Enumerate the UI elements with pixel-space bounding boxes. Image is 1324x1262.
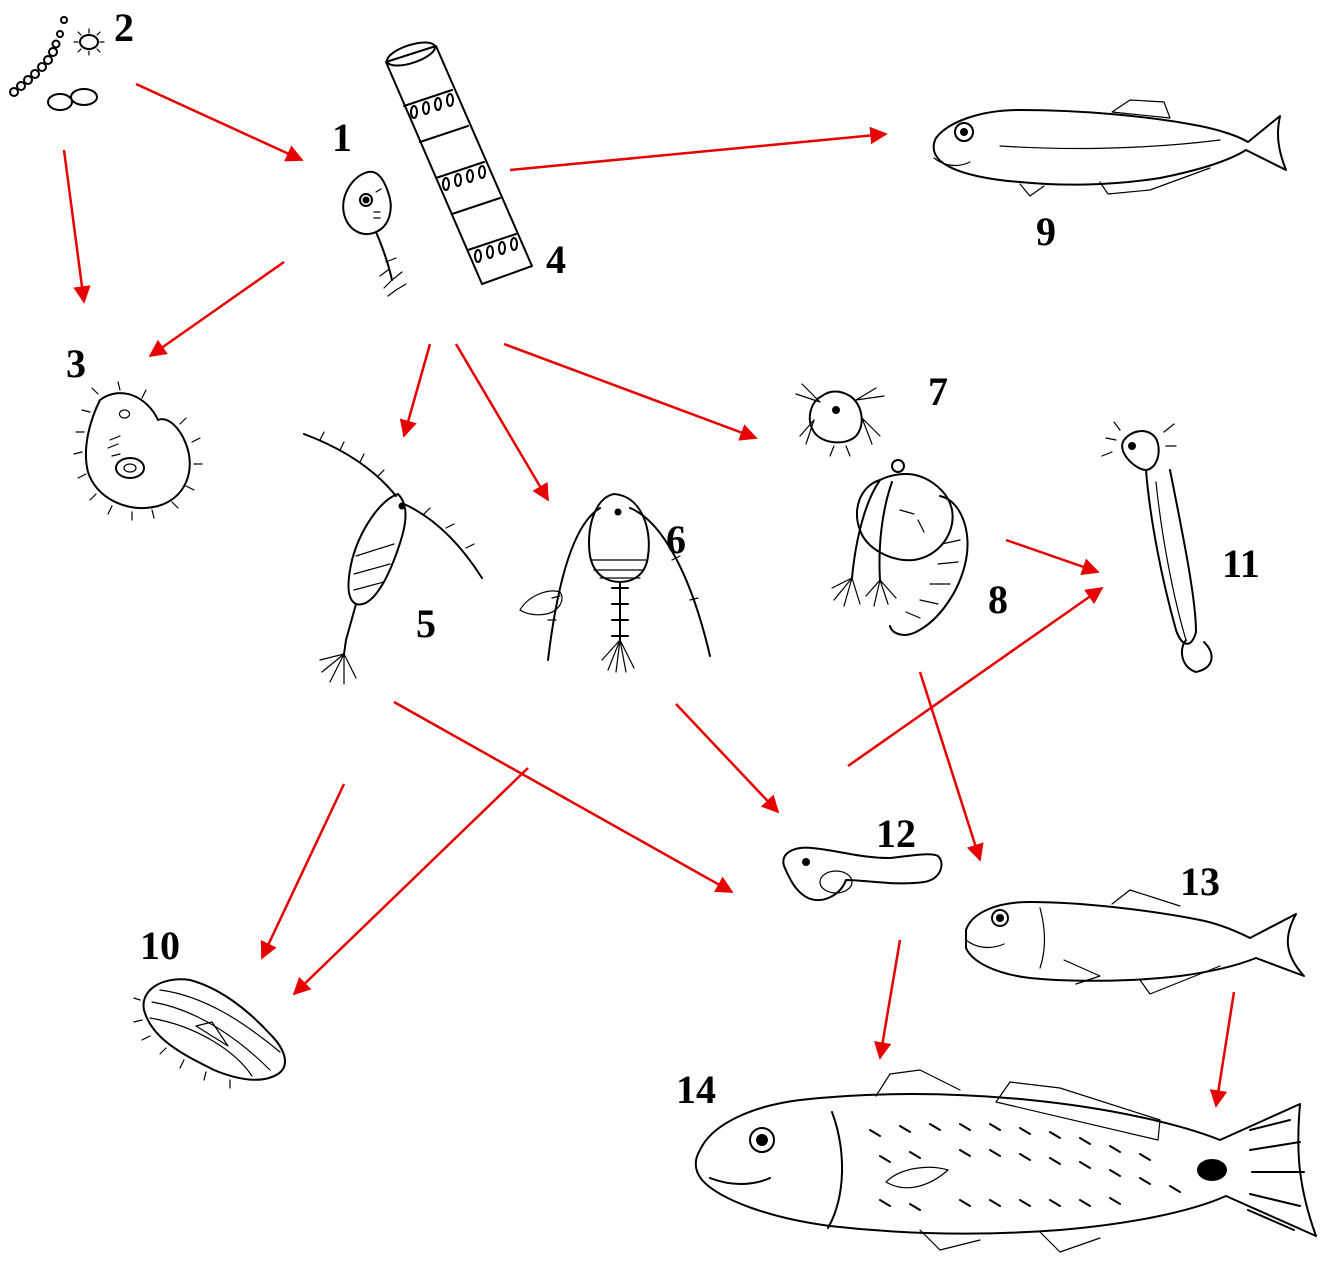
arrow-12-to-11: [848, 588, 1102, 766]
node-label-2: 2: [114, 8, 134, 48]
node-label-6: 6: [666, 520, 686, 560]
arrow-1-to-3: [150, 262, 284, 356]
ctenophore-icon: [134, 979, 285, 1088]
node-label-8: 8: [988, 580, 1008, 620]
node-label-4: 4: [546, 240, 566, 280]
node-label-14: 14: [676, 1070, 716, 1110]
ciliate-icon: [74, 382, 202, 520]
node-label-1: 1: [332, 118, 352, 158]
arrow-4-to-9: [510, 134, 886, 170]
arrow-8-to-13: [920, 672, 980, 860]
node-label-13: 13: [1180, 862, 1220, 902]
node-label-3: 3: [66, 344, 86, 384]
node-label-9: 9: [1036, 212, 1056, 252]
arrow-6-to-10: [294, 768, 528, 994]
node-label-11: 11: [1222, 544, 1260, 584]
bacteria-icon: [10, 17, 104, 110]
node-label-10: 10: [140, 926, 180, 966]
node-label-7: 7: [928, 372, 948, 412]
arrow-13-to-14: [1216, 992, 1234, 1106]
red-drum-icon: [696, 1070, 1316, 1252]
yolk-sac-larva-icon: [783, 848, 941, 900]
flagellate-icon: [343, 172, 406, 296]
arrow-6-to-12: [676, 704, 778, 812]
anchovy-icon: [934, 100, 1286, 196]
arrow-5-to-12: [394, 702, 732, 892]
arrow-layer: [64, 84, 1234, 1106]
nauplius-icon: [796, 384, 884, 456]
arrow-5-to-10: [262, 784, 344, 958]
copepod-icon-5: [304, 432, 482, 684]
arrow-2-to-1: [136, 84, 302, 160]
arrow-1-to-5: [404, 344, 430, 436]
fish-larva-icon: [1102, 422, 1212, 672]
arrow-12-to-14: [880, 940, 900, 1058]
node-label-12: 12: [876, 814, 916, 854]
shrimp-larva-icon: [832, 460, 968, 635]
arrow-1-to-6: [456, 344, 548, 500]
arrow-1-to-7: [504, 344, 756, 438]
arrow-8-to-11: [1006, 540, 1098, 572]
diatom-icon: [384, 38, 532, 284]
arrow-2-to-3: [64, 150, 84, 302]
juvenile-fish-icon: [966, 890, 1304, 994]
node-label-5: 5: [416, 604, 436, 644]
